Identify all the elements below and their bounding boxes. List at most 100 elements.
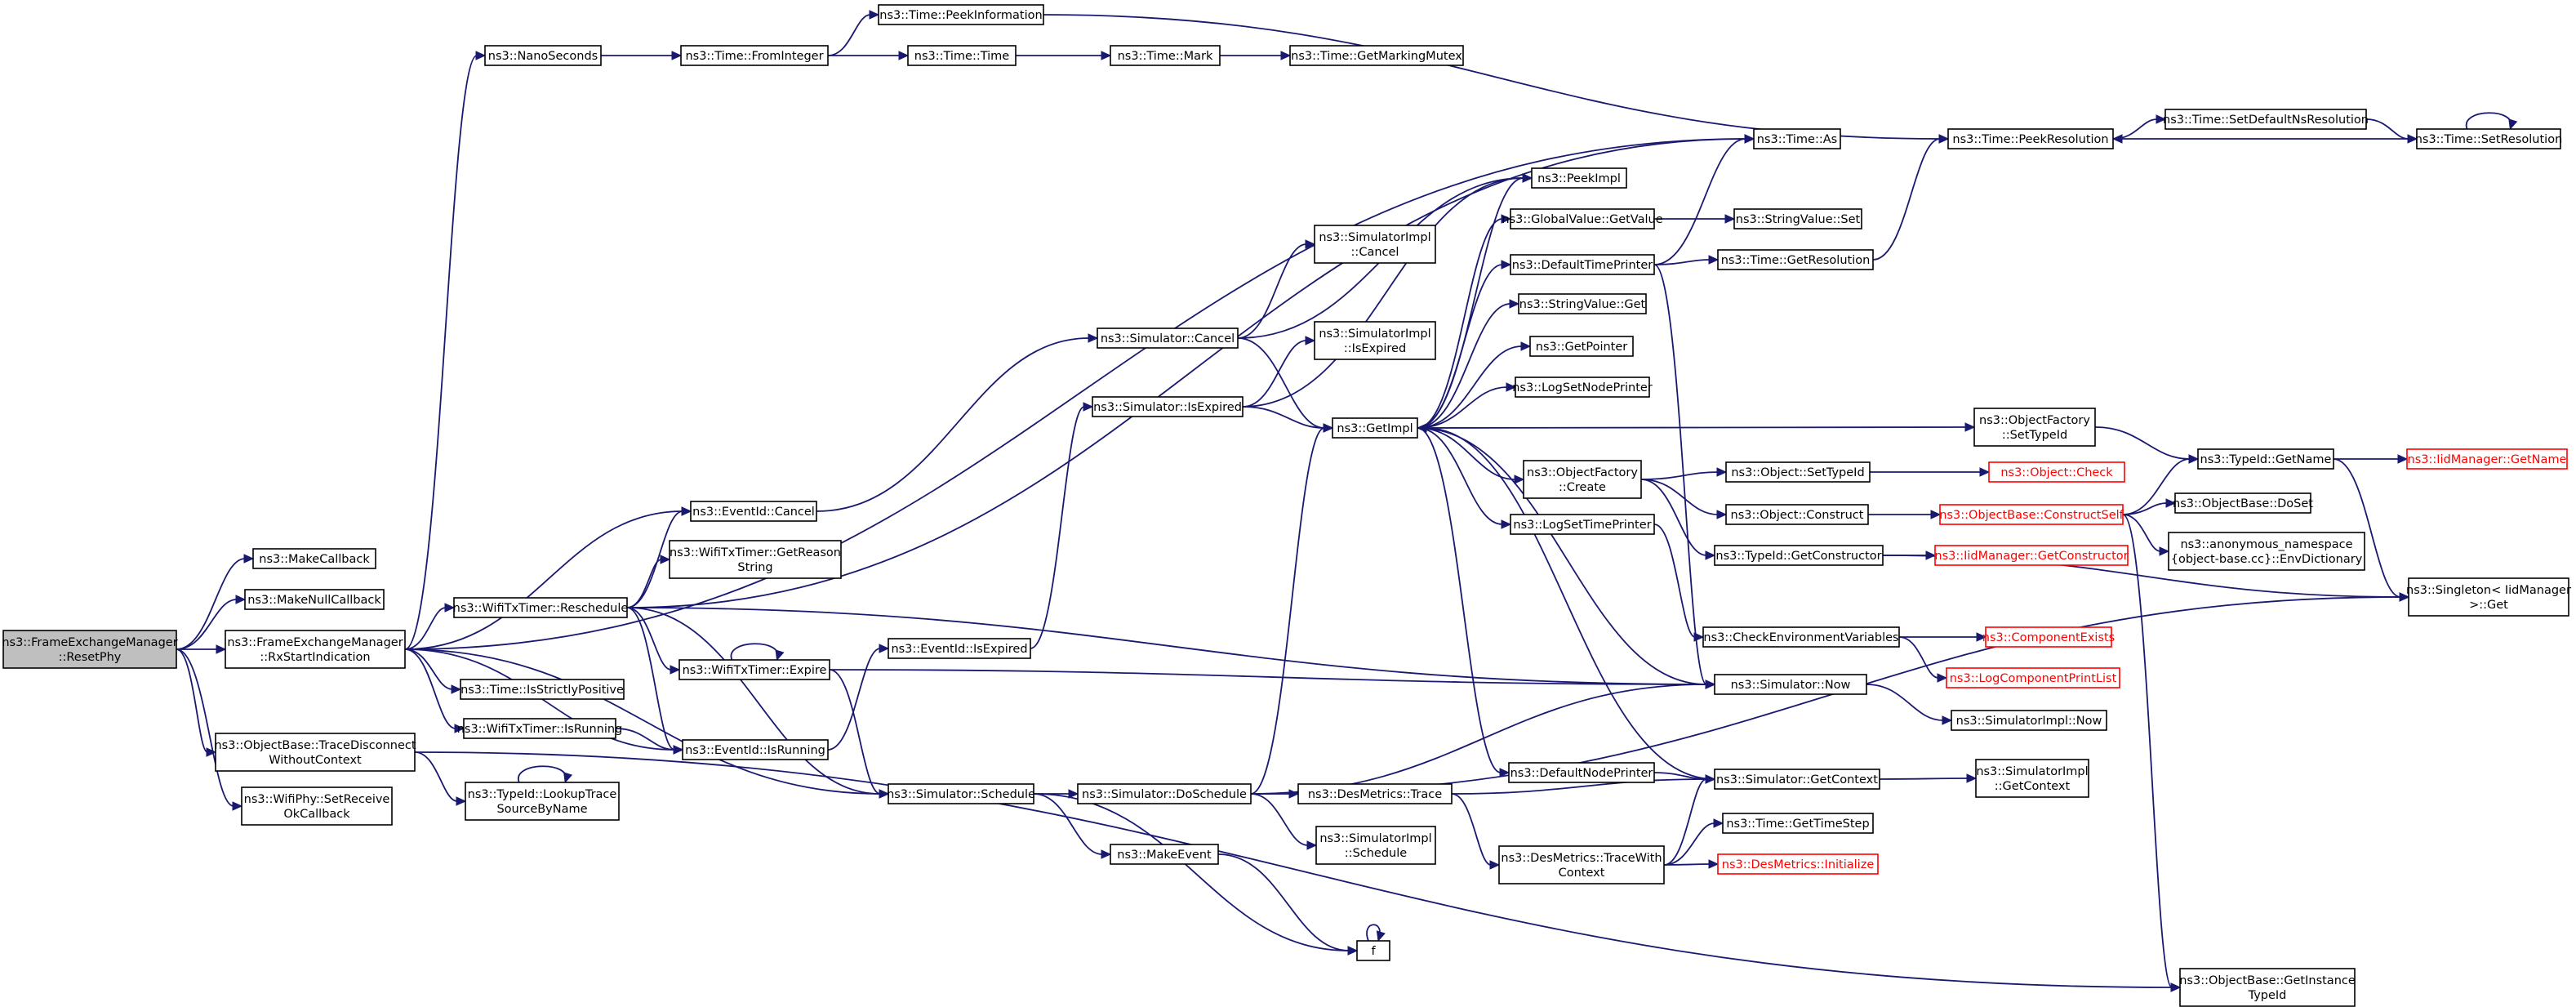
node-isstrictlypositive[interactable]: ns3::Time::IsStrictlyPositive — [460, 679, 625, 700]
node-desinitialize[interactable]: ns3::DesMetrics::Initialize — [1717, 853, 1879, 875]
node-getimpl[interactable]: ns3::GetImpl — [1332, 417, 1418, 439]
node-factorycreate[interactable]: ns3::ObjectFactory::Create — [1523, 460, 1642, 499]
edge-tracewithcontext-to-gettimestep — [1663, 818, 1724, 866]
node-nanoseconds[interactable]: ns3::NanoSeconds — [484, 45, 602, 66]
node-eventisrunning[interactable]: ns3::EventId::IsRunning — [682, 739, 829, 760]
node-label: ns3::Time::As — [1757, 133, 1837, 146]
node-label: ns3::Singleton< IidManager — [2406, 584, 2571, 597]
node-root[interactable]: ns3::FrameExchangeManager::ResetPhy — [2, 630, 178, 669]
node-peekinformation[interactable]: ns3::Time::PeekInformation — [878, 4, 1044, 25]
node-simisexpired[interactable]: ns3::Simulator::IsExpired — [1092, 396, 1244, 417]
node-objectsettypeid[interactable]: ns3::Object::SetTypeId — [1725, 461, 1871, 483]
node-reschedule[interactable]: ns3::WifiTxTimer::Reschedule — [453, 597, 629, 618]
node-timemark[interactable]: ns3::Time::Mark — [1110, 45, 1221, 66]
node-logsetnodeprinter[interactable]: ns3::LogSetNodePrinter — [1512, 377, 1653, 398]
node-tracedisconnect[interactable]: ns3::ObjectBase::TraceDisconnectWithoutC… — [214, 733, 416, 772]
node-envdictionary[interactable]: ns3::anonymous_namespace{object-base.cc}… — [2168, 532, 2365, 571]
node-box — [1725, 461, 1871, 483]
node-peekimpl[interactable]: ns3::PeekImpl — [1531, 167, 1627, 189]
node-box — [463, 718, 616, 739]
node-factorysettypeid[interactable]: ns3::ObjectFactory::SetTypeId — [1973, 408, 2096, 447]
node-implgetcontext[interactable]: ns3::SimulatorImpl::GetContext — [1975, 759, 2089, 798]
node-schedule[interactable]: ns3::Simulator::Schedule — [887, 783, 1035, 804]
node-peekresolution[interactable]: ns3::Time::PeekResolution — [1947, 128, 2114, 149]
node-doschedule[interactable]: ns3::Simulator::DoSchedule — [1077, 783, 1252, 804]
node-timetime[interactable]: ns3::Time::Time — [907, 45, 1017, 66]
node-objectcheck[interactable]: ns3::Object::Check — [1988, 461, 2125, 483]
node-label: ns3::EventId::Cancel — [692, 506, 815, 519]
edge-doschedule-to-implschedule — [1250, 793, 1318, 850]
node-isrunningtimer[interactable]: ns3::WifiTxTimer::IsRunning — [457, 718, 623, 739]
node-label: ns3::ObjectBase::GetInstance — [2179, 974, 2356, 987]
edge-expire-to-expire — [730, 643, 785, 662]
node-box — [2, 630, 177, 669]
node-f[interactable]: f — [1356, 940, 1390, 961]
node-typeidgetname[interactable]: ns3::TypeId::GetName — [2197, 448, 2334, 470]
node-expire[interactable]: ns3::WifiTxTimer::Expire — [678, 659, 830, 680]
node-objectbasedoset[interactable]: ns3::ObjectBase::DoSet — [2173, 492, 2313, 514]
node-timeas[interactable]: ns3::Time::As — [1753, 128, 1841, 149]
node-label: ns3::Object::Check — [2000, 466, 2113, 479]
node-makenullcallback[interactable]: ns3::MakeNullCallback — [244, 589, 385, 610]
node-box — [1988, 461, 2125, 483]
node-objectconstruct[interactable]: ns3::Object::Construct — [1725, 504, 1869, 525]
node-destrace[interactable]: ns3::DesMetrics::Trace — [1297, 783, 1453, 804]
node-setdefaultnsresolution[interactable]: ns3::Time::SetDefaultNsResolution — [2163, 109, 2369, 130]
node-box — [1946, 667, 2120, 688]
node-constructself[interactable]: ns3::ObjectBase::ConstructSelf — [1939, 504, 2124, 525]
node-getconstructor[interactable]: ns3::TypeId::GetConstructor — [1714, 545, 1884, 566]
edge-frominteger-to-peekinformation — [827, 10, 880, 56]
node-implschedule[interactable]: ns3::SimulatorImpl::Schedule — [1315, 826, 1436, 865]
node-componentexists[interactable]: ns3::ComponentExists — [1982, 626, 2116, 648]
node-eventisexpired[interactable]: ns3::EventId::IsExpired — [888, 638, 1031, 659]
node-getpointer[interactable]: ns3::GetPointer — [1529, 336, 1634, 357]
node-box — [1975, 759, 2089, 798]
edge-expire-to-schedule — [829, 669, 890, 799]
node-implnow[interactable]: ns3::SimulatorImpl::Now — [1951, 710, 2107, 731]
node-label: ns3::SimulatorImpl::Now — [1956, 715, 2102, 728]
node-implcancel[interactable]: ns3::SimulatorImpl::Cancel — [1314, 225, 1436, 264]
node-gettimestep[interactable]: ns3::Time::GetTimeStep — [1722, 813, 1874, 834]
node-rxstart[interactable]: ns3::FrameExchangeManager::RxStartIndica… — [225, 630, 406, 669]
node-makecallback[interactable]: ns3::MakeCallback — [252, 548, 376, 569]
node-stringvalueget[interactable]: ns3::StringValue::Get — [1518, 293, 1647, 314]
node-getmarkingmutex[interactable]: ns3::Time::GetMarkingMutex — [1289, 45, 1464, 66]
node-getresolution[interactable]: ns3::Time::GetResolution — [1717, 249, 1874, 270]
node-label: ns3::SimulatorImpl — [1976, 765, 2088, 778]
node-globalgetvalue[interactable]: ns3::GlobalValue::GetValue — [1502, 208, 1663, 229]
node-box — [1315, 826, 1436, 865]
node-simnow[interactable]: ns3::Simulator::Now — [1714, 674, 1867, 695]
node-box — [215, 733, 416, 772]
node-iidgetconstructor[interactable]: ns3::IidManager::GetConstructor — [1934, 545, 2129, 566]
node-checkenv[interactable]: ns3::CheckEnvironmentVariables — [1702, 626, 1900, 648]
node-stringvalueset[interactable]: ns3::StringValue::Set — [1733, 208, 1862, 229]
node-getcontext[interactable]: ns3::Simulator::GetContext — [1714, 769, 1880, 790]
node-label: SourceByName — [496, 803, 587, 816]
node-box — [1297, 783, 1453, 804]
edge-expire-to-simnow — [829, 669, 1716, 689]
node-makeevent[interactable]: ns3::MakeEvent — [1110, 844, 1219, 865]
node-setresolution[interactable]: ns3::Time::SetResolution — [2415, 128, 2563, 149]
node-eventcancel[interactable]: ns3::EventId::Cancel — [690, 501, 817, 522]
node-defaultnodeprinter[interactable]: ns3::DefaultNodePrinter — [1508, 762, 1655, 783]
node-label: ns3::Time::SetResolution — [2415, 133, 2563, 146]
node-defaulttimeprinter[interactable]: ns3::DefaultTimePrinter — [1510, 254, 1655, 275]
node-box — [1702, 626, 1900, 648]
edge-nanoseconds-to-frominteger — [601, 51, 683, 60]
node-singletonget[interactable]: ns3::Singleton< IidManager>::Get — [2406, 577, 2571, 617]
node-iidgetname[interactable]: ns3::IidManager::GetName — [2406, 448, 2568, 470]
node-logsettimeprinter[interactable]: ns3::LogSetTimePrinter — [1510, 514, 1655, 535]
node-implisexpired[interactable]: ns3::SimulatorImpl::IsExpired — [1314, 321, 1436, 360]
node-label: ns3::LogSetTimePrinter — [1513, 519, 1651, 532]
node-simcancel[interactable]: ns3::Simulator::Cancel — [1097, 327, 1239, 349]
node-box — [907, 45, 1017, 66]
node-logcomponentprintlist[interactable]: ns3::LogComponentPrintList — [1946, 667, 2120, 688]
node-frominteger[interactable]: ns3::Time::FromInteger — [680, 45, 829, 66]
node-label: ns3::SimulatorImpl — [1319, 832, 1431, 845]
